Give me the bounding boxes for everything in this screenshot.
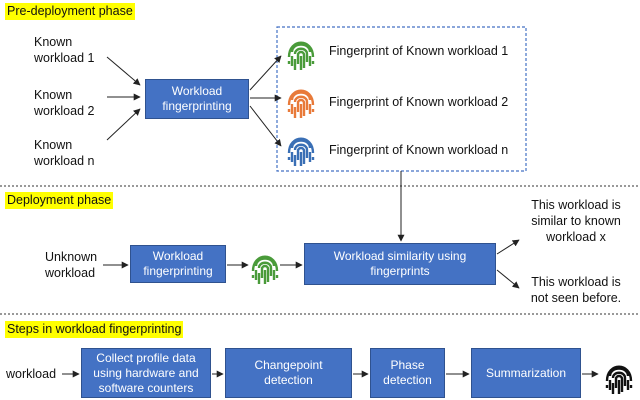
step-collect-box: Collect profile data using hardware and …: [81, 348, 211, 398]
s1-line-a: Collect profile data: [96, 350, 196, 365]
fingerprint-icon: [287, 89, 315, 120]
step-summarization-box: Summarization: [471, 348, 581, 398]
known-1-line-a: Known: [34, 35, 73, 49]
s2-line-a: Changepoint: [254, 358, 323, 372]
section-title-deploy: Deployment phase: [5, 192, 114, 209]
known-2-line-a: Known: [34, 88, 73, 102]
res1-line-a: This workload is: [531, 198, 621, 212]
section-title-steps: Steps in workload fingerprinting: [5, 321, 184, 338]
result-similar-label: This workload is similar to known worklo…: [520, 197, 632, 245]
s3-line-b: detection: [383, 373, 432, 387]
sim-line-b: fingerprints: [370, 264, 430, 278]
s1-line-b: using hardware and: [93, 365, 199, 380]
workload-fingerprinting-box: Workload fingerprinting: [145, 79, 249, 119]
fingerprint-1-label: Fingerprint of Known workload 1: [329, 44, 509, 58]
fingerprint-icon: [605, 365, 633, 396]
fingerprint-2-label: Fingerprint of Known workload 2: [329, 95, 509, 109]
arrow-known1: [106, 56, 141, 86]
workload-similarity-box: Workload similarity using fingerprints: [304, 243, 496, 285]
fingerprint-icon: [251, 255, 279, 286]
box-line-b: fingerprinting: [162, 99, 232, 113]
known-workload-n-label: Known workload n: [34, 137, 94, 169]
box-line-a: Workload: [152, 249, 204, 263]
res1-line-c: workload x: [546, 230, 606, 244]
known-2-line-b: workload 2: [34, 104, 95, 118]
unknown-workload-label: Unknown workload: [45, 249, 97, 281]
step-changepoint-box: Changepoint detection: [225, 348, 352, 398]
fingerprint-n-label: Fingerprint of Known workload n: [329, 143, 509, 157]
arrow-res1: [496, 239, 520, 255]
box-line-b: fingerprinting: [143, 264, 213, 278]
workload-fingerprinting-box-deploy: Workload fingerprinting: [130, 245, 226, 283]
known-1-line-b: workload 1: [34, 51, 95, 65]
arrow-fp1: [249, 55, 282, 91]
known-n-line-a: Known: [34, 138, 73, 152]
known-workload-2-label: Known workload 2: [34, 87, 94, 119]
section-title-pre: Pre-deployment phase: [5, 3, 135, 20]
res2-line-b: not seen before.: [530, 291, 622, 305]
res1-line-b: similar to known: [531, 214, 621, 228]
unknown-line-b: workload: [45, 266, 96, 280]
s1-line-c: software counters: [98, 380, 194, 395]
result-unseen-label: This workload is not seen before.: [520, 274, 632, 306]
known-n-line-b: workload n: [34, 154, 95, 168]
unknown-line-a: Unknown: [45, 250, 98, 264]
step-phase-box: Phase detection: [370, 348, 445, 398]
sim-line-a: Workload similarity using: [333, 249, 467, 263]
known-workload-1-label: Known workload 1: [34, 34, 94, 66]
box-line-a: Workload: [171, 84, 223, 98]
arrow-knownn: [106, 108, 141, 141]
s3-line-a: Phase: [390, 358, 425, 372]
s2-line-b: detection: [264, 373, 313, 387]
arrow-res2: [496, 269, 520, 289]
fingerprint-icon: [287, 137, 315, 168]
fingerprint-icon: [287, 41, 315, 72]
steps-input-label: workload: [6, 367, 57, 381]
res2-line-a: This workload is: [531, 275, 621, 289]
arrow-fpn: [249, 105, 282, 147]
